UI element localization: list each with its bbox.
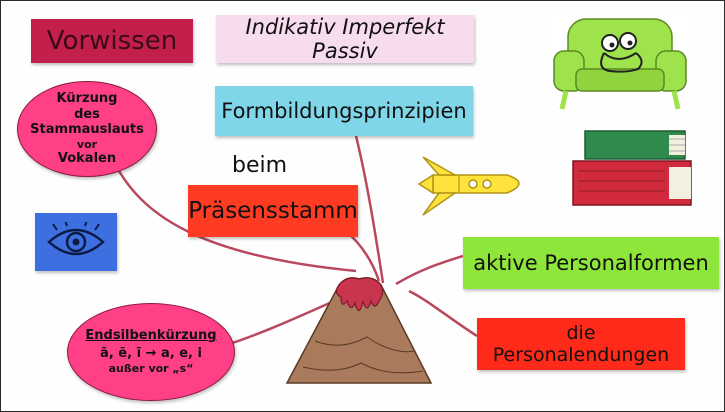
endsilben-line-3: außer vor „s“ (108, 362, 194, 376)
endungen-card: die Personalendungen (477, 318, 685, 370)
kuerzung-line-2: des Stammauslauts (30, 106, 144, 138)
beim-text: beim (232, 153, 288, 178)
line-formbildung (354, 135, 385, 284)
aktive-label: aktive Personalformen (473, 251, 709, 275)
endungen-label: die Personalendungen (492, 322, 670, 366)
kuerzung-line-3: vor (76, 138, 98, 151)
formbildung-label: Formbildungsprinzipien (221, 99, 467, 123)
praesensstamm-card: Präsensstamm (188, 185, 358, 237)
endsilben-line-1: Endsilbenkürzung (85, 328, 217, 344)
vorwissen-card[interactable]: Vorwissen (31, 19, 193, 63)
endsilben-oval: Endsilbenkürzung ā, ē, ī → a, e, i außer… (67, 303, 235, 401)
topic-card: Indikativ Imperfekt Passiv (216, 15, 474, 63)
eye-icon[interactable] (35, 213, 117, 271)
rocket-icon[interactable] (415, 153, 535, 223)
armchair-icon[interactable] (546, 9, 694, 117)
kuerzung-line-4: Vokalen (57, 151, 117, 167)
books-icon[interactable] (569, 127, 699, 211)
line-aktive (395, 254, 464, 286)
kuerzung-oval: Kürzung des Stammauslauts vor Vokalen (17, 81, 157, 177)
aktive-card: aktive Personalformen (463, 237, 719, 289)
volcano-icon (281, 271, 441, 391)
topic-title: Indikativ Imperfekt Passiv (245, 15, 445, 63)
formbildung-card: Formbildungsprinzipien (215, 86, 473, 136)
vorwissen-label: Vorwissen (46, 26, 178, 56)
endsilben-line-2: ā, ē, ī → a, e, i (100, 345, 202, 361)
line-endungen (408, 289, 478, 338)
praesensstamm-label: Präsensstamm (188, 198, 358, 224)
kuerzung-line-1: Kürzung (56, 91, 118, 107)
